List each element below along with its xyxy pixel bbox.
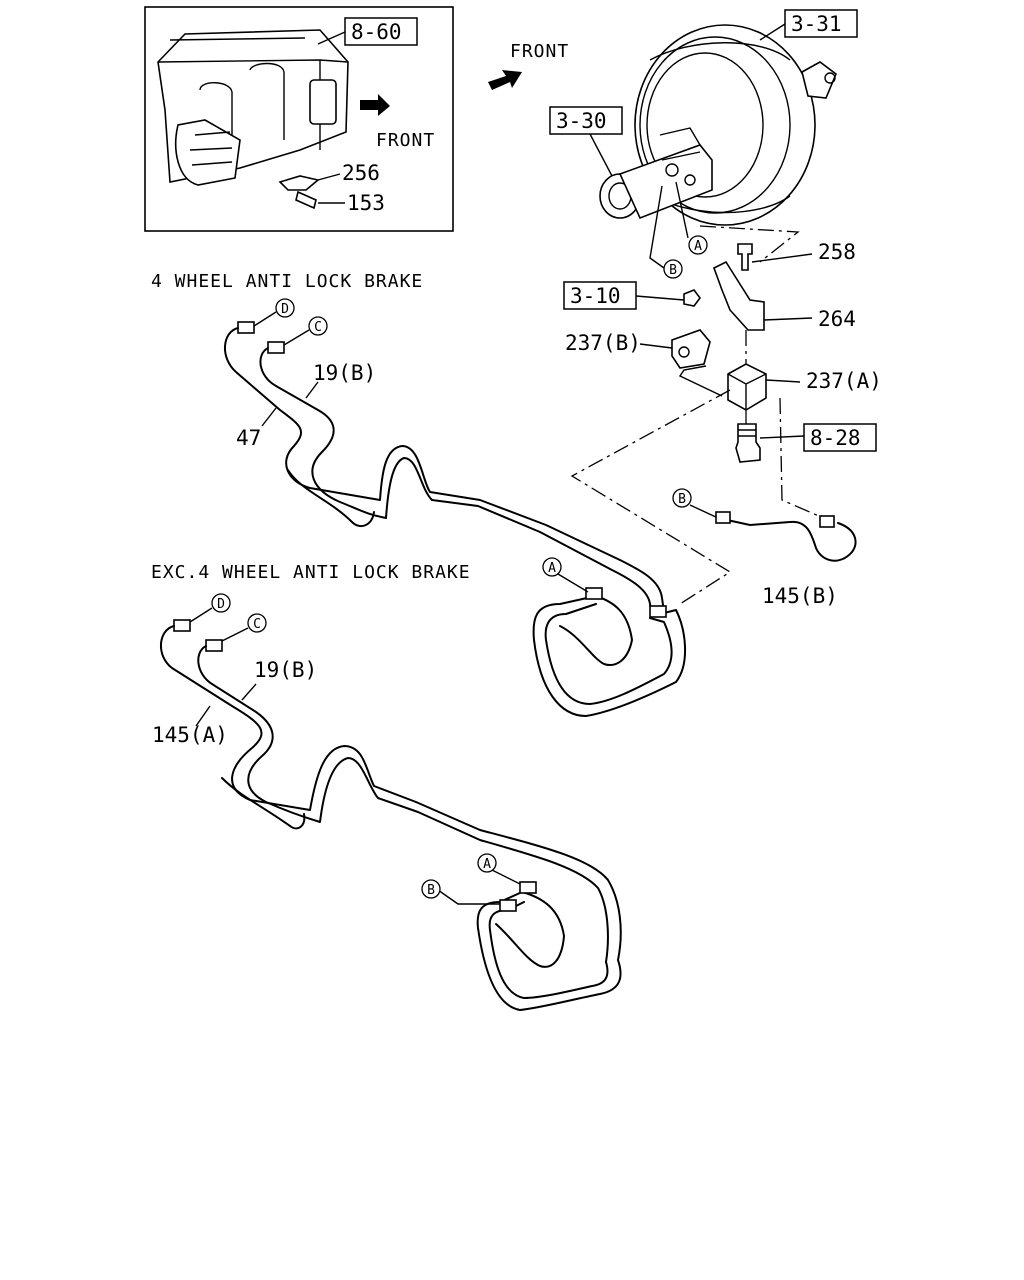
section-4wabs: 4 WHEEL ANTI LOCK BRAKE D C 19(B) 47 — [151, 271, 687, 717]
bracket-264-drawing — [713, 260, 765, 331]
connector-a-abs: A — [542, 557, 562, 577]
svg-text:B: B — [669, 263, 677, 278]
bolt-153-drawing — [295, 190, 317, 210]
pipe-19b-abs — [259, 347, 653, 619]
booster-assembly: FRONT 3-31 3-30 A B — [488, 9, 858, 279]
ref-box-3-10-frame — [563, 281, 637, 310]
label-145a-exc: 145(A) — [152, 723, 228, 747]
callout-264: 264 — [818, 307, 856, 331]
rear-loop-abs — [532, 595, 687, 717]
connector-a-booster: A — [688, 235, 708, 255]
svg-text:A: A — [483, 857, 491, 872]
pipe-19b-exc — [197, 645, 609, 963]
svg-text:A: A — [694, 239, 702, 254]
booster-front-label: FRONT — [510, 41, 569, 62]
heater-front-label: FRONT — [376, 130, 435, 151]
bracket-256-drawing — [278, 175, 320, 191]
heater-inset: FRONT 8-60 256 153 — [144, 6, 454, 232]
ref-box-3-30-frame — [549, 106, 623, 135]
connector-a-exc: A — [477, 853, 497, 873]
inset-frame — [144, 6, 454, 232]
ref-box-8-28-frame — [803, 423, 877, 452]
heater-unit-drawing — [157, 29, 349, 186]
rear-loop-exc — [476, 891, 622, 1011]
label-19b-exc: 19(B) — [254, 658, 317, 682]
connector-d-exc: D — [211, 593, 231, 613]
svg-text:D: D — [281, 302, 289, 317]
svg-text:A: A — [548, 561, 556, 576]
valve-bracket-assembly: 258 264 3-10 237(B) 237(A) 8-28 — [563, 225, 882, 605]
section-4wabs-heading: 4 WHEEL ANTI LOCK BRAKE — [151, 271, 423, 292]
valve-237b-drawing — [671, 329, 711, 369]
callout-153: 153 — [347, 191, 385, 215]
svg-text:B: B — [427, 883, 435, 898]
label-47-abs: 47 — [236, 426, 261, 450]
pipe-145b: B 145(B) — [672, 488, 857, 608]
connector-d-abs: D — [275, 298, 295, 318]
connector-b-145b: B — [672, 488, 692, 508]
connector-b-exc: B — [421, 879, 441, 899]
label-19b-abs: 19(B) — [313, 361, 376, 385]
bolt-258-drawing — [737, 243, 753, 271]
callout-237b: 237(B) — [565, 331, 641, 355]
master-cylinder-drawing — [599, 127, 713, 220]
connector-b-booster: B — [663, 259, 683, 279]
svg-text:B: B — [678, 492, 686, 507]
ref-box-3-30[interactable]: 3-30 — [556, 109, 607, 133]
heater-front-arrow — [360, 94, 390, 116]
front-arrow-icon — [488, 70, 522, 90]
pipe-145a-exc — [160, 625, 622, 961]
svg-text:C: C — [253, 617, 261, 632]
ref-box-3-31[interactable]: 3-31 — [791, 12, 842, 36]
section-exc-4wabs: EXC.4 WHEEL ANTI LOCK BRAKE D C 19(B) 14… — [151, 562, 622, 1011]
ref-box-8-60-frame — [344, 17, 418, 46]
callout-256: 256 — [342, 161, 380, 185]
ref-box-8-28[interactable]: 8-28 — [810, 426, 861, 450]
section-exc-heading: EXC.4 WHEEL ANTI LOCK BRAKE — [151, 562, 471, 583]
nut-3-10-drawing — [683, 289, 701, 307]
ref-box-3-10[interactable]: 3-10 — [570, 284, 621, 308]
block-237a-drawing — [727, 363, 767, 411]
callout-258: 258 — [818, 240, 856, 264]
svg-text:C: C — [314, 320, 322, 335]
pipe-47-abs — [224, 327, 665, 613]
callout-237a: 237(A) — [806, 369, 882, 393]
connector-c-abs: C — [308, 316, 328, 336]
svg-text:D: D — [217, 597, 225, 612]
ref-box-3-31-frame — [784, 9, 858, 38]
ref-box-8-60[interactable]: 8-60 — [351, 20, 402, 44]
connector-c-exc: C — [247, 613, 267, 633]
callout-145b: 145(B) — [762, 584, 838, 608]
